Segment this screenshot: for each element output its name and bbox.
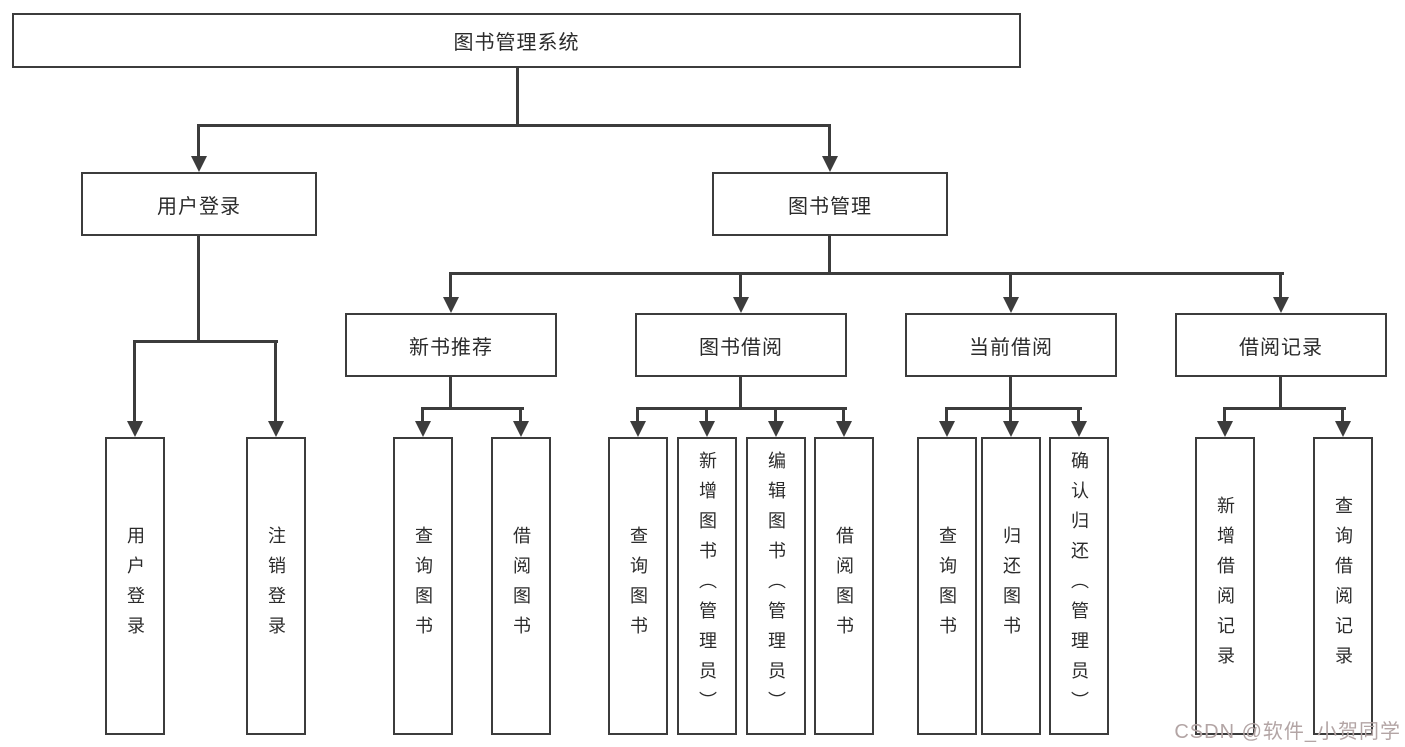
connector-line [636,407,639,422]
node-label: 图书借阅 [699,336,783,359]
connector-line [1009,272,1012,298]
leaf-record-query: 查询借阅记录 [1313,437,1373,735]
arrow-down-icon [822,156,838,172]
connector-line [945,407,1082,410]
node-label: 图书管理系统 [453,32,580,54]
arrow-down-icon [513,421,529,437]
connector-line [519,407,522,422]
connector-line [197,236,200,342]
arrow-down-icon [939,421,955,437]
connector-line [739,377,742,410]
node-label: 用户登录 [157,195,241,218]
arrow-down-icon [836,421,852,437]
arrow-down-icon [191,156,207,172]
connector-line [449,377,452,410]
node-label: 借阅记录 [1239,336,1323,359]
leaf-newbook-borrow: 借阅图书 [491,437,551,735]
node-label: 查询图书 [413,526,433,646]
connector-line [1009,377,1012,410]
arrow-down-icon [768,421,784,437]
connector-line [828,124,831,157]
leaf-newbook-query: 查询图书 [393,437,453,735]
connector-line [274,340,277,421]
leaf-current-return: 归还图书 [981,437,1041,735]
arrow-down-icon [443,297,459,313]
node-label: 新增图书（管理员） [697,451,717,721]
connector-line [1279,272,1282,298]
leaf-borrow-edit-admin: 编辑图书（管理员） [746,437,806,735]
connector-line [828,236,831,275]
node-label: 编辑图书（管理员） [766,451,786,721]
connector-line [945,407,948,422]
node-label: 借阅图书 [834,526,854,646]
watermark: CSDN @软件_小贺同学 [1174,721,1401,743]
node-borrow-record: 借阅记录 [1175,313,1387,377]
connector-line [133,340,136,421]
arrow-down-icon [1003,421,1019,437]
arrow-down-icon [415,421,431,437]
leaf-record-add: 新增借阅记录 [1195,437,1255,735]
node-book-borrow: 图书借阅 [635,313,847,377]
connector-line [449,272,452,298]
connector-line [774,407,777,422]
node-label: 归还图书 [1001,526,1021,646]
leaf-current-query: 查询图书 [917,437,977,735]
connector-line [421,407,424,422]
leaf-borrow-add-admin: 新增图书（管理员） [677,437,737,735]
arrow-down-icon [268,421,284,437]
node-label: 查询图书 [937,526,957,646]
arrow-down-icon [733,297,749,313]
leaf-current-confirm-admin: 确认归还（管理员） [1049,437,1109,735]
node-root: 图书管理系统 [12,13,1021,68]
node-label: 图书管理 [788,195,872,218]
leaf-logout: 注销登录 [246,437,306,735]
node-label: 查询借阅记录 [1333,496,1353,676]
node-label: 借阅图书 [511,526,531,646]
arrow-down-icon [699,421,715,437]
node-label: 新书推荐 [409,336,493,359]
connector-line [197,124,200,157]
arrow-down-icon [1273,297,1289,313]
connector-line [739,272,742,298]
connector-line [1223,407,1346,410]
leaf-borrow-query: 查询图书 [608,437,668,735]
node-label: 新增借阅记录 [1215,496,1235,676]
connector-line [516,68,519,127]
connector-line [1341,407,1344,422]
leaf-borrow-borrow: 借阅图书 [814,437,874,735]
node-book-management: 图书管理 [712,172,948,236]
leaf-user-login: 用户登录 [105,437,165,735]
connector-line [133,340,278,343]
connector-line [1279,377,1282,410]
connector-line [449,272,1284,275]
node-new-book-recommend: 新书推荐 [345,313,557,377]
node-user-login: 用户登录 [81,172,317,236]
arrow-down-icon [127,421,143,437]
arrow-down-icon [1335,421,1351,437]
connector-line [197,124,831,127]
arrow-down-icon [1217,421,1233,437]
connector-line [421,407,524,410]
arrow-down-icon [1003,297,1019,313]
node-label: 用户登录 [125,526,145,646]
connector-line [705,407,708,422]
node-label: 注销登录 [266,526,286,646]
connector-line [636,407,847,410]
node-current-borrow: 当前借阅 [905,313,1117,377]
connector-line [842,407,845,422]
node-label: 查询图书 [628,526,648,646]
connector-line [1223,407,1226,422]
node-label: 当前借阅 [969,336,1053,359]
node-label: 确认归还（管理员） [1069,451,1089,721]
arrow-down-icon [1071,421,1087,437]
connector-line [1009,407,1012,422]
arrow-down-icon [630,421,646,437]
connector-line [1077,407,1080,422]
